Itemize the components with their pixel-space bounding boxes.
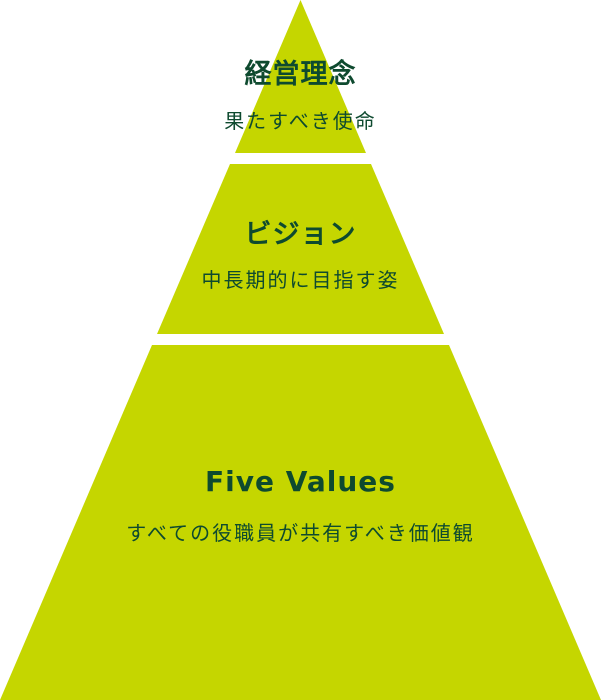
tier-bottom-shape	[0, 345, 601, 700]
tier-middle-subtitle: 中長期的に目指す姿	[201, 268, 400, 292]
tier-bottom-title: Five Values	[205, 465, 396, 498]
tier-middle-shape	[157, 164, 444, 334]
tier-top-title: 経営理念	[244, 59, 357, 90]
tier-top-shape	[235, 0, 366, 153]
tier-middle-title: ビジョン	[244, 219, 357, 250]
tier-bottom-subtitle: すべての役職員が共有すべき価値観	[126, 521, 475, 545]
tier-top-subtitle: 果たすべき使命	[224, 109, 377, 133]
